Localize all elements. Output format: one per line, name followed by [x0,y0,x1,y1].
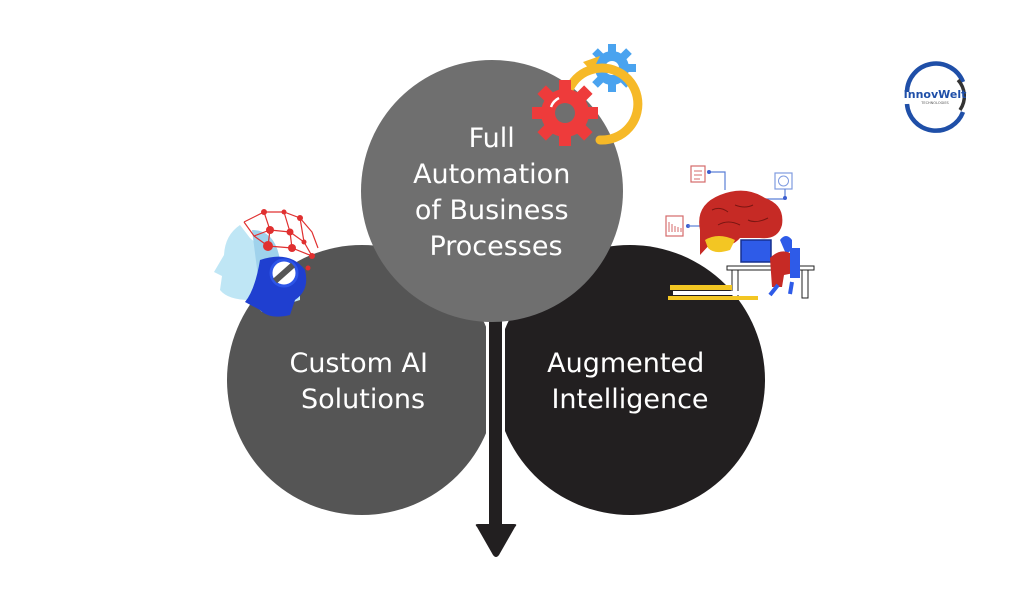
gears-cycle-icon [532,44,643,146]
logo-name: InnovWelt [904,88,967,101]
logo-tagline: TECHNOLOGIES [920,101,949,105]
augmented-intelligence-label: Augmented Intelligence [547,348,713,415]
brain-workstation-icon [665,165,815,300]
logo-arc-bottom [904,103,966,133]
ai-robot-head-icon [214,209,319,317]
augmented-intelligence-circle [495,245,765,515]
desk [726,265,815,271]
arrow-shaft [489,318,502,530]
full-automation-label: Full Automation of Business Processes [413,123,579,262]
bar-chart-icon [665,215,684,237]
cycle-arrow-head-icon [583,56,600,72]
platform-step [670,285,732,290]
person-icon [770,251,794,287]
red-gear-icon [532,80,598,146]
arrow-head-icon [475,524,517,557]
custom-ai-label: Custom AI Solutions [289,348,436,415]
logo-arc-top [904,61,966,93]
custom-ai-circle [227,245,497,515]
document-icon [690,165,706,183]
innovwelt-logo: InnovWelt TECHNOLOGIES [904,61,967,133]
pie-chart-icon [774,172,793,190]
logo-arc-right [956,78,967,112]
monitor-icon [740,239,772,263]
